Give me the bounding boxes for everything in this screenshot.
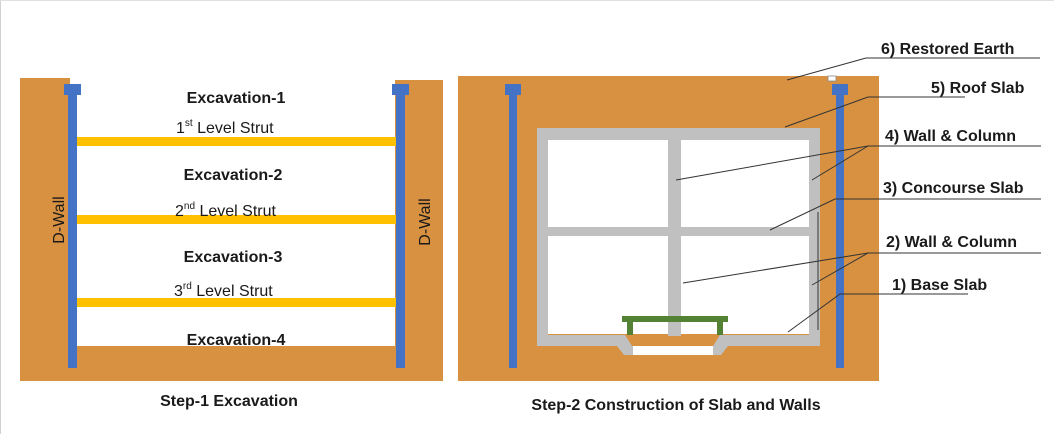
base-slab-sump — [633, 346, 713, 355]
restored-earth-small-box — [827, 75, 837, 82]
track-support-right — [717, 322, 723, 335]
step1-left-dwall-cap — [64, 84, 81, 95]
strut-2-label: 2nd Level Strut — [175, 201, 277, 220]
step2-left-dwall — [509, 93, 517, 368]
step1-right-dwall-label: D-Wall — [417, 198, 434, 245]
base-slab — [537, 335, 820, 355]
left-wall — [537, 128, 548, 339]
step2-caption: Step-2 Construction of Slab and Walls — [531, 397, 820, 414]
leader-wall-column-lower-b — [811, 252, 869, 286]
track-deck — [622, 316, 728, 322]
excavation-4-label: Excavation-4 — [187, 332, 286, 349]
step1-left-dwall — [68, 93, 77, 368]
strut-level-1 — [77, 137, 396, 146]
step2-right-dwall — [836, 93, 844, 368]
centre-column — [668, 140, 681, 336]
strut-1-label: 1st Level Strut — [176, 118, 274, 137]
track-support-left — [627, 322, 633, 335]
leader-concourse-slab — [769, 198, 1041, 231]
step2-panel: 6) Restored Earth 5) Roof Slab 4) Wall &… — [458, 41, 1041, 414]
step2-left-dwall-cap — [505, 84, 521, 95]
step1-left-dwall-label: D-Wall — [51, 196, 68, 243]
excavation-3-label: Excavation-3 — [184, 249, 283, 266]
label-base-slab: 1) Base Slab — [892, 277, 987, 294]
label-wall-column-lower: 2) Wall & Column — [886, 234, 1017, 251]
leader-base-slab — [787, 293, 968, 333]
leader-wall-column-upper-b — [811, 145, 869, 181]
step1-soil-bottom — [60, 346, 400, 381]
step1-caption: Step-1 Excavation — [160, 393, 298, 410]
step1-panel: Excavation-1 Excavation-2 Excavation-3 E… — [20, 78, 443, 410]
step1-right-dwall — [396, 93, 405, 368]
strut-3-label: 3rd Level Strut — [174, 281, 273, 300]
leader-roof-slab — [784, 96, 965, 128]
step1-soil-left — [20, 78, 70, 381]
label-wall-column-upper: 4) Wall & Column — [885, 128, 1016, 145]
strut-level-2 — [77, 215, 396, 224]
label-roof-slab: 5) Roof Slab — [931, 80, 1025, 97]
right-wall — [809, 128, 820, 339]
label-restored-earth: 6) Restored Earth — [881, 41, 1014, 58]
excavation-1-label: Excavation-1 — [187, 90, 286, 107]
label-concourse-slab: 3) Concourse Slab — [883, 180, 1024, 197]
strut-level-3 — [77, 298, 396, 307]
leader-lines — [675, 57, 1041, 333]
excavation-2-label: Excavation-2 — [184, 167, 283, 184]
step1-right-dwall-cap — [392, 84, 409, 95]
step2-right-dwall-cap — [832, 84, 848, 95]
roof-slab — [537, 128, 820, 140]
leader-restored-earth — [786, 57, 1040, 81]
